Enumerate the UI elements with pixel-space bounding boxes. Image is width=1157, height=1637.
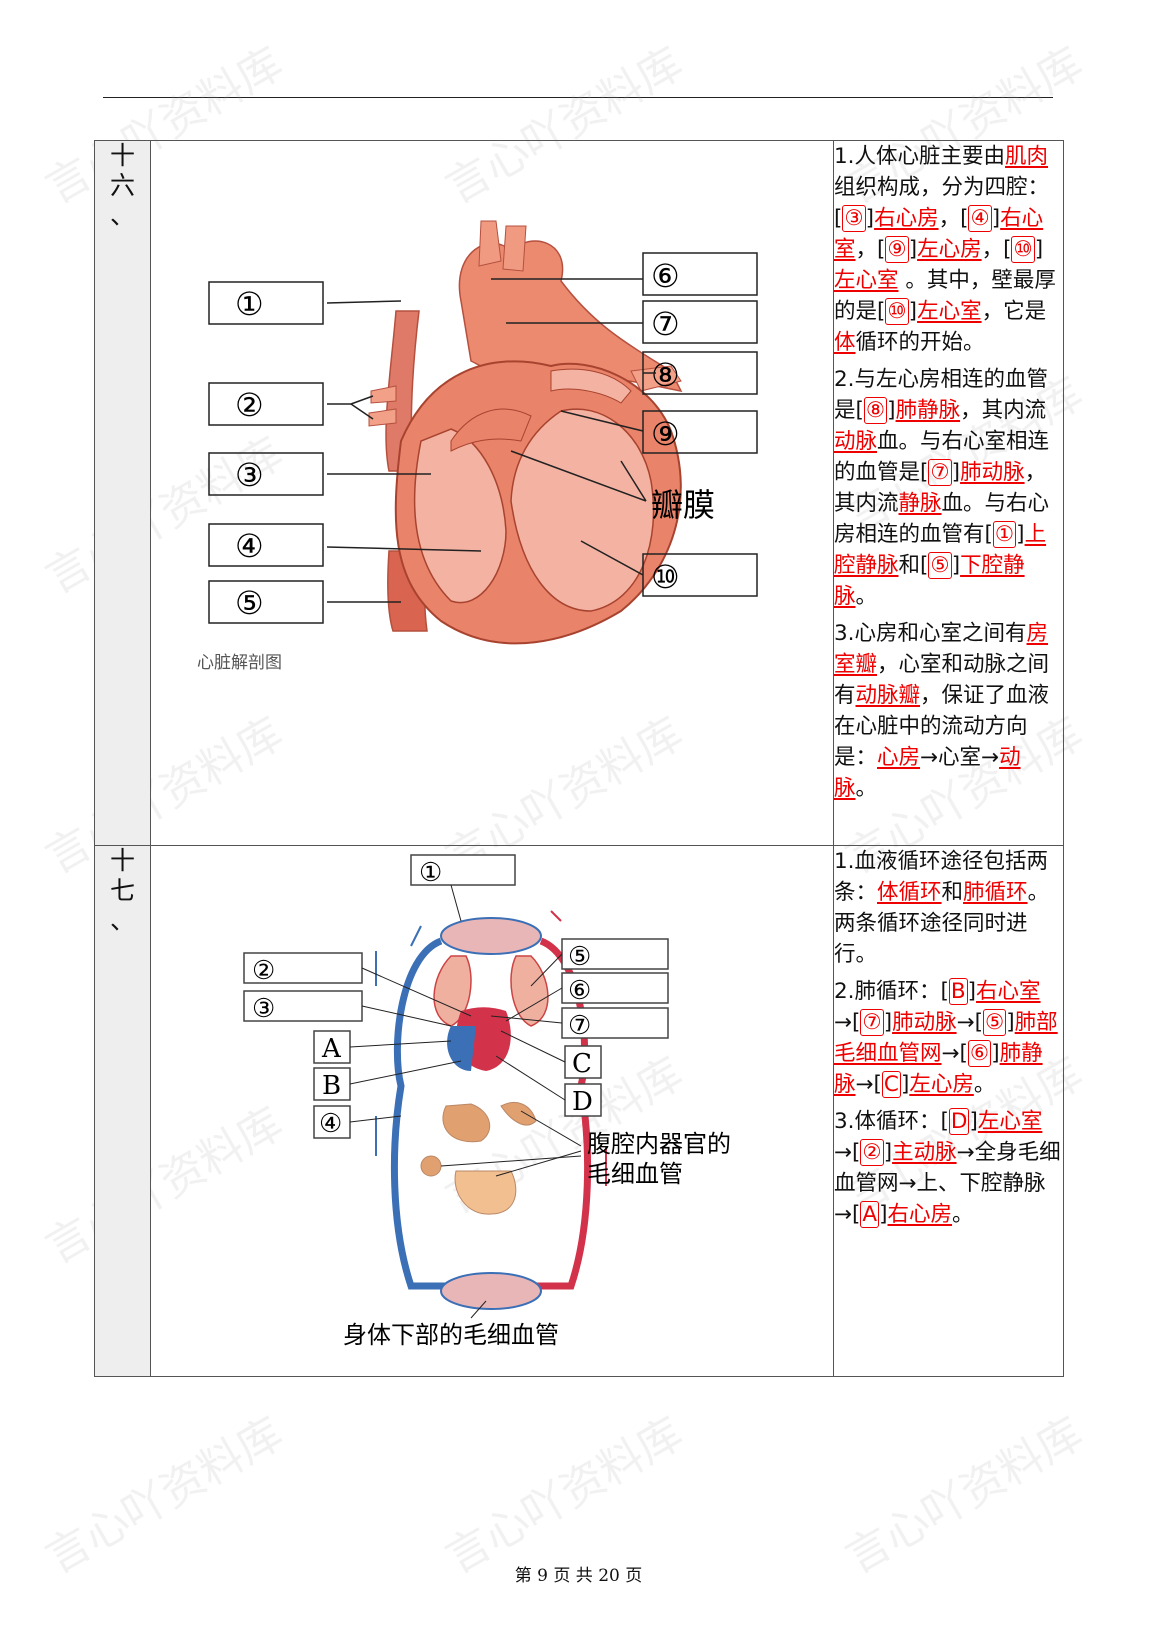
circulation-figure-cell: ① ② ③ A B ④ bbox=[150, 845, 834, 1377]
svg-text:④: ④ bbox=[235, 527, 264, 565]
svg-text:⑥: ⑥ bbox=[651, 257, 680, 295]
circulation-diagram: ① ② ③ A B ④ bbox=[243, 854, 731, 1349]
svg-text:⑨: ⑨ bbox=[651, 415, 680, 453]
svg-text:C: C bbox=[572, 1049, 592, 1079]
valve-label: 瓣膜 bbox=[651, 486, 715, 524]
heart-diagram: ① ② ③ ④ ⑤ bbox=[197, 220, 758, 673]
row-16: 十 六 、 bbox=[94, 140, 1064, 846]
page-footer: 第 9 页 共 20 页 bbox=[514, 1566, 643, 1586]
watermark: 言心吖资料库 bbox=[37, 1407, 292, 1584]
header-rule bbox=[103, 97, 1053, 98]
right-labels: ⑥ ⑦ ⑧ ⑨ 瓣膜 ⑩ bbox=[491, 252, 758, 597]
paragraph-17-3: 3.体循环：[D]左心室→[②]主动脉→全身毛细血管网→上、下腔静脉→[A]右心… bbox=[834, 1108, 1061, 1228]
svg-text:⑤: ⑤ bbox=[235, 584, 264, 622]
svg-text:⑤: ⑤ bbox=[568, 942, 591, 972]
svg-text:②: ② bbox=[252, 956, 275, 986]
row-number: 十 六 、 bbox=[94, 140, 151, 846]
svg-text:⑩: ⑩ bbox=[651, 558, 680, 596]
watermark: 言心吖资料库 bbox=[437, 1407, 692, 1584]
svg-text:⑦: ⑦ bbox=[651, 305, 680, 343]
svg-text:A: A bbox=[321, 1034, 342, 1064]
paragraph-16-2: 2.与左心房相连的血管是[⑧]肺静脉，其内流动脉血。与右心室相连的血管是[⑦]肺… bbox=[834, 367, 1050, 609]
svg-text:①: ① bbox=[419, 858, 442, 888]
svg-text:⑦: ⑦ bbox=[568, 1011, 591, 1041]
svg-text:③: ③ bbox=[252, 994, 275, 1024]
heart-illustration bbox=[368, 220, 683, 645]
svg-text:D: D bbox=[572, 1087, 593, 1117]
svg-text:④: ④ bbox=[319, 1109, 342, 1139]
svg-text:②: ② bbox=[235, 386, 264, 424]
heart-figure-cell: ① ② ③ ④ ⑤ bbox=[150, 140, 834, 846]
figure-caption: 心脏解剖图 bbox=[197, 653, 282, 673]
svg-text:①: ① bbox=[235, 285, 264, 323]
svg-text:③: ③ bbox=[235, 456, 264, 494]
paragraph-16-3: 3.心房和心室之间有房室瓣，心室和动脉之间有动脉瓣，保证了血液在心脏中的流动方向… bbox=[834, 621, 1050, 801]
content-table: 十 六 、 bbox=[94, 140, 1064, 1377]
row-number: 十 七 、 bbox=[94, 845, 151, 1377]
paragraph-17-2: 2.肺循环：[B]右心室→[⑦]肺动脉→[⑤]肺部毛细血管网→[⑥]肺静脉→[C… bbox=[834, 978, 1058, 1098]
circulation-labels: ① ② ③ A B ④ bbox=[243, 854, 731, 1349]
row-17: 十 七 、 bbox=[94, 845, 1064, 1377]
row-16-text: 1.人体心脏主要由肌肉组织构成，分为四腔：[③]右心房，[④]右心室，[⑨]左心… bbox=[833, 140, 1064, 846]
row-17-text: 1.血液循环途径包括两条：体循环和肺循环。两条循环途径同时进行。 2.肺循环：[… bbox=[833, 845, 1064, 1377]
paragraph-16-1: 1.人体心脏主要由肌肉组织构成，分为四腔：[③]右心房，[④]右心室，[⑨]左心… bbox=[834, 144, 1056, 355]
svg-text:⑧: ⑧ bbox=[651, 356, 680, 394]
abdominal-capillary-label: 腹腔内器官的 bbox=[587, 1130, 731, 1158]
svg-text:B: B bbox=[322, 1071, 341, 1101]
watermark: 言心吖资料库 bbox=[837, 1407, 1092, 1584]
lower-capillary-label: 身体下部的毛细血管 bbox=[343, 1321, 559, 1349]
left-labels: ① ② ③ ④ ⑤ bbox=[208, 281, 482, 624]
svg-text:毛细血管: 毛细血管 bbox=[587, 1160, 683, 1188]
svg-text:⑥: ⑥ bbox=[568, 976, 591, 1006]
paragraph-17-1: 1.血液循环途径包括两条：体循环和肺循环。两条循环途径同时进行。 bbox=[834, 849, 1050, 967]
